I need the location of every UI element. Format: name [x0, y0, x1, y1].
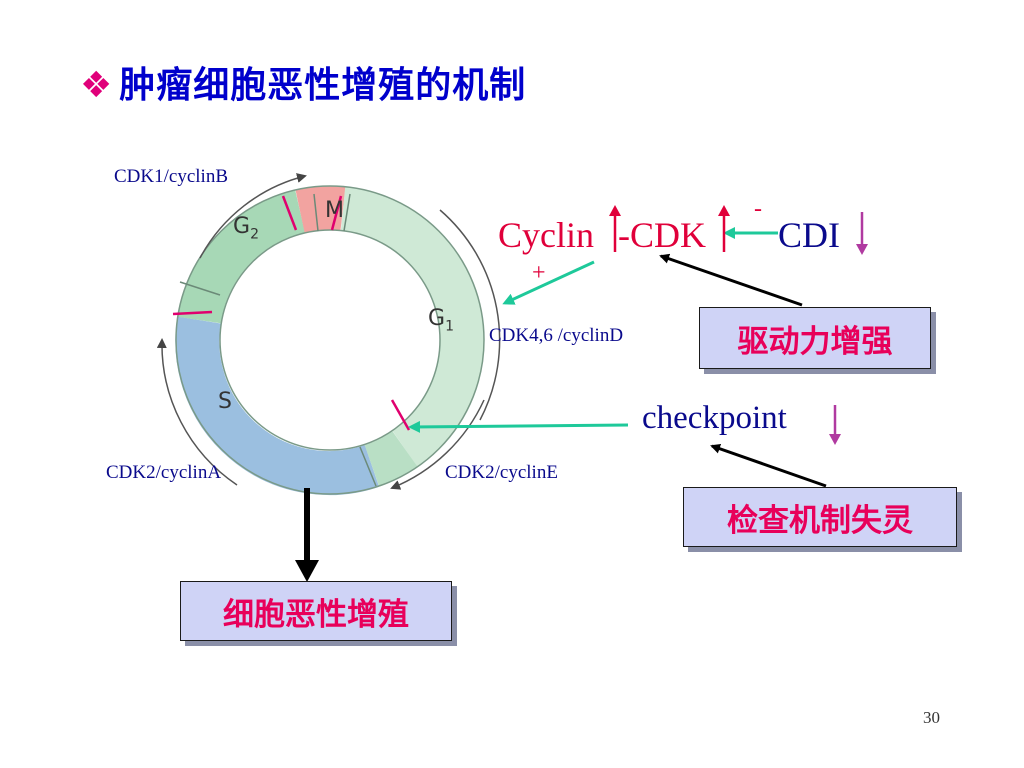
label-cdk2-cycline: CDK2/cyclinE [445, 462, 558, 483]
ring-g1-late [364, 430, 418, 487]
box-drive-enhanced: 驱动力增强 [699, 307, 931, 369]
ring-m-phase [295, 186, 346, 233]
slide-title: ❖肿瘤细胞恶性增殖的机制 [80, 56, 526, 108]
sep-s-g1 [359, 446, 377, 487]
sep-m-left [313, 193, 319, 232]
checkpoint-tick-m [330, 195, 343, 231]
label-cdk1-cyclinb: CDK1/cyclinB [114, 166, 228, 187]
outer-arrow-left [156, 338, 238, 486]
sign-minus: - [754, 196, 762, 222]
outer-arrow-bottom [390, 399, 485, 490]
sign-plus: + [532, 260, 546, 286]
cyclin-up-arrow-icon [609, 205, 621, 252]
ring-g2-phase [177, 189, 306, 324]
black-arrow-drive [659, 253, 803, 307]
text-cdk: -CDK [618, 215, 706, 255]
phase-label-g1: G1 [428, 306, 454, 335]
outer-arrow-right [439, 209, 501, 421]
text-cdi: CDI [778, 215, 840, 255]
checkpoint-down-arrow-icon [829, 405, 841, 445]
slide-title-text: 肿瘤细胞恶性增殖的机制 [119, 65, 527, 106]
text-cyclin: Cyclin [498, 215, 594, 255]
diamond-bullet-icon: ❖ [80, 65, 114, 106]
cdi-down-arrow-icon [856, 212, 868, 255]
teal-arrow-checkpoint [408, 420, 629, 433]
checkpoint-tick-s [172, 310, 213, 316]
text-checkpoint: checkpoint [642, 400, 787, 436]
label-cdk2-cyclina: CDK2/cyclinA [106, 462, 222, 483]
sep-g2-s [179, 281, 221, 296]
cdk-up-arrow-icon [718, 205, 730, 252]
box-checkpoint-failure: 检查机制失灵 [683, 487, 957, 547]
ring-outer-edge [175, 185, 485, 495]
black-arrow-check [710, 443, 827, 488]
sep-m-right [343, 193, 351, 232]
teal-arrow-cdk46 [502, 260, 595, 305]
outer-arrow-top [199, 173, 307, 259]
ring-inner-edge [219, 229, 441, 451]
label-cdk46-cyclind: CDK4,6 /cyclinD [489, 325, 624, 346]
phase-label-g2: G2 [233, 214, 259, 243]
ring-g1-phase [340, 187, 484, 468]
black-arrowhead-result [295, 560, 319, 582]
checkpoint-tick-g1 [390, 399, 411, 431]
ring-s-phase [175, 316, 380, 496]
box-malignant-proliferation: 细胞恶性增殖 [180, 581, 452, 641]
checkpoint-tick-g2 [281, 195, 298, 231]
page-number: 30 [923, 708, 940, 727]
cell-cycle-ring [156, 173, 501, 496]
phase-label-m: M [325, 198, 344, 223]
phase-label-s: S [218, 389, 232, 414]
